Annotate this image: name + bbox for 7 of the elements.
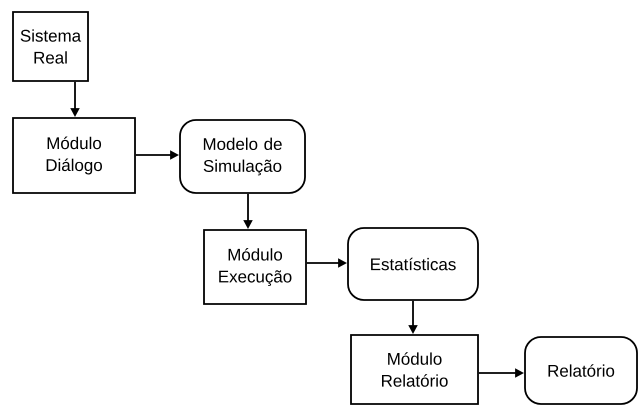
process-box: Módulo Relatório bbox=[350, 334, 479, 405]
process-box: Módulo Diálogo bbox=[12, 117, 136, 194]
terminal-box: Relatório bbox=[524, 336, 638, 405]
terminal-box: Estatísticas bbox=[347, 227, 479, 301]
process-box: Sistema Real bbox=[12, 11, 89, 82]
terminal-box: Modelo de Simulação bbox=[179, 119, 306, 194]
process-box: Módulo Execução bbox=[203, 229, 307, 305]
